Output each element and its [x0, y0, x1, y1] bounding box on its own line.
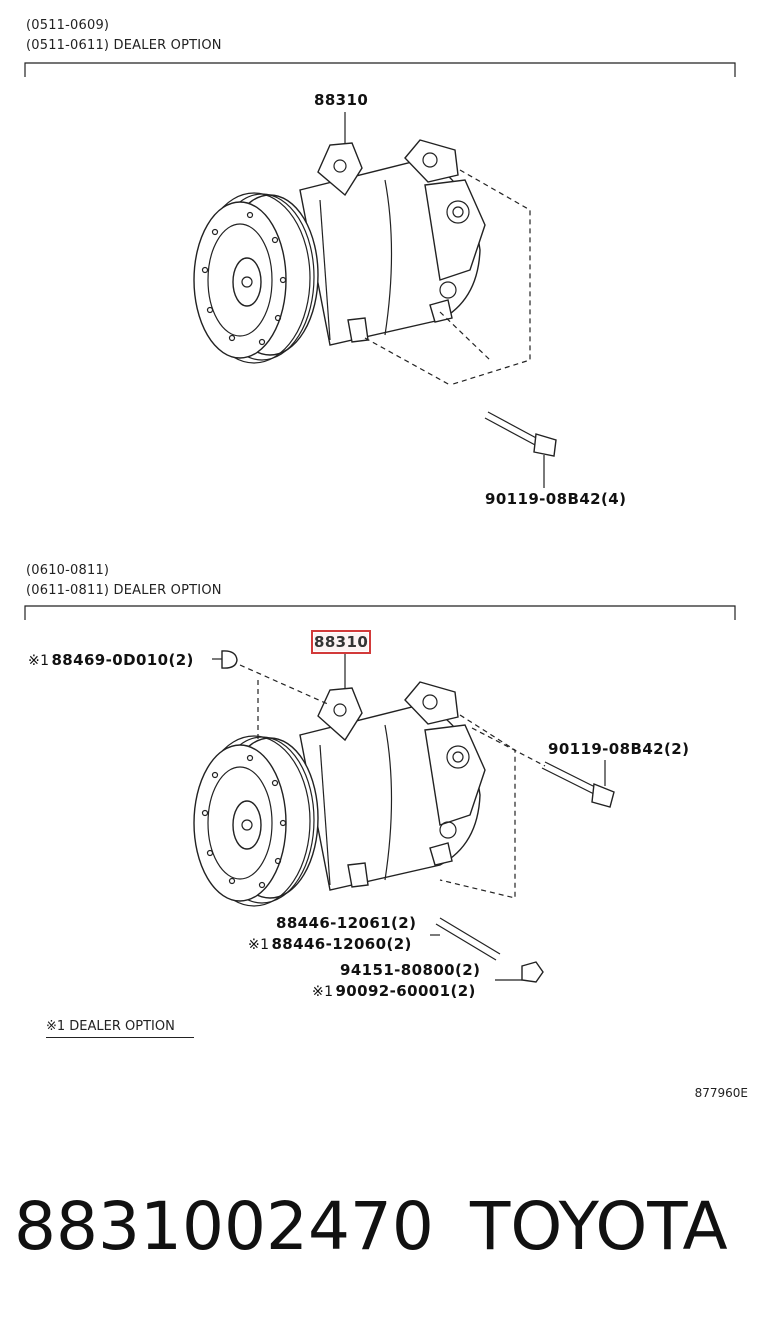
nut-b-part-number: 90092-60001(2)	[335, 982, 476, 1000]
stud-illustration	[430, 917, 501, 961]
section1-bracket	[24, 62, 736, 77]
section2-bolt-label[interactable]: 90119-08B42(2)	[548, 740, 690, 758]
section2-stud-label-a[interactable]: 88446-12061(2)	[276, 914, 417, 932]
dealer-option-footnote: ※1 DEALER OPTION	[46, 1019, 194, 1038]
section2-dealer-option-range: (0611-0811) DEALER OPTION	[26, 583, 222, 598]
brand-name: TOYOTA	[470, 1188, 728, 1265]
dealer-option-mark: ※1	[28, 653, 50, 669]
section2-nut-label-a[interactable]: 94151-80800(2)	[340, 961, 481, 979]
part-number-title: 8831002470	[14, 1188, 434, 1265]
section1-date-range: (0511-0609)	[26, 18, 110, 33]
cap-illustration	[212, 650, 238, 669]
section2-date-range: (0610-0811)	[26, 563, 110, 578]
section1-compressor-label[interactable]: 88310	[314, 91, 369, 109]
bolt-illustration-1	[484, 411, 557, 488]
section1-dealer-option-range: (0511-0611) DEALER OPTION	[26, 38, 222, 53]
compressor-illustration-2	[193, 654, 546, 907]
compressor-illustration-1	[193, 112, 531, 386]
illustration-code: 877960E	[694, 1086, 748, 1100]
bolt-illustration-2	[541, 760, 615, 808]
stud-b-part-number: 88446-12060(2)	[271, 935, 412, 953]
dealer-option-mark: ※1	[312, 984, 334, 1000]
section2-bracket	[24, 605, 736, 620]
nut-illustration	[495, 961, 544, 983]
cap-part-number: 88469-0D010(2)	[51, 651, 194, 669]
dealer-option-mark: ※1	[248, 937, 270, 953]
section1-bolt-label[interactable]: 90119-08B42(4)	[485, 490, 627, 508]
section2-compressor-label-highlighted[interactable]: 88310	[310, 630, 372, 654]
